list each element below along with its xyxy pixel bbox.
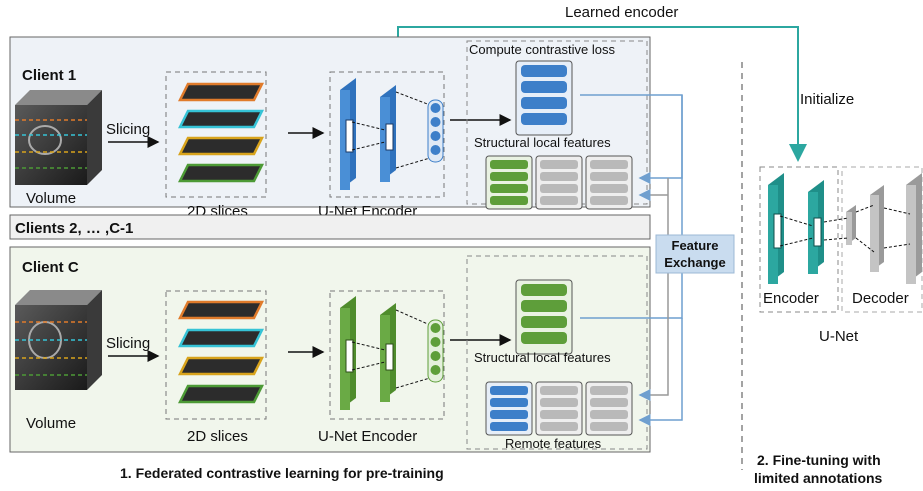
client1-encoder-icon: [340, 78, 444, 190]
client1-remote-features-icon: [485, 155, 633, 210]
client1-volume-icon: [15, 90, 102, 185]
clientC-encoder-label: U-Net Encoder: [318, 428, 417, 445]
middle-clients-title: Clients 2, … ,C-1: [15, 220, 133, 237]
clientC-slicing-label: Slicing: [106, 335, 150, 352]
finetune-decoder-frame: [841, 166, 923, 313]
client1-encoder-frame: [329, 71, 445, 198]
clientC-remote-features-label: Remote features: [505, 436, 602, 451]
clientC-encoder-icon: [340, 296, 444, 410]
client1-slices-frame: [165, 71, 267, 198]
finetune-encoder-icon: [768, 173, 824, 284]
client1-local-features-label: Structural local features: [474, 135, 611, 150]
clientC-local-features-label: Structural local features: [474, 350, 611, 365]
clientC-panel: Client C Volume Slicing 2D slices: [9, 246, 651, 453]
finetune-decoder-icon: [823, 173, 922, 284]
middle-clients-bar: [9, 214, 651, 240]
clientC-remote-features-icon: [485, 381, 633, 436]
client1-slicing-label: Slicing: [106, 121, 150, 138]
feature-exchange-line1: Feature: [672, 238, 719, 253]
clientC-slices-frame: [165, 290, 267, 420]
clientC-title: Client C: [22, 259, 79, 276]
client1-local-features-icon: [515, 60, 573, 136]
unet-label: U-Net: [819, 328, 859, 345]
finetune-decoder-label: Decoder: [852, 290, 909, 307]
feature-exchange-line2: Exchange: [664, 255, 725, 270]
clientC-volume-label: Volume: [26, 415, 76, 432]
finetune-caption-line1: 2. Fine-tuning with: [757, 452, 881, 468]
federated-caption: 1. Federated contrastive learning for pr…: [120, 465, 444, 481]
finetune-encoder-label: Encoder: [763, 290, 819, 307]
clientC-slices-icon: [177, 300, 265, 404]
clientC-slices-label: 2D slices: [187, 428, 248, 445]
client1-volume-label: Volume: [26, 190, 76, 207]
learned-encoder-label: Learned encoder: [565, 4, 678, 21]
clientC-volume-icon: [15, 290, 102, 390]
initialize-label: Initialize: [800, 91, 854, 108]
client1-panel: Client 1 Volume Slicing 2D slices: [9, 36, 651, 227]
client1-contrastive-label: Compute contrastive loss: [469, 42, 615, 57]
clientC-contrastive-frame: [466, 255, 648, 450]
client1-slices-icon: [177, 82, 265, 183]
clientC-encoder-frame: [329, 290, 445, 420]
finetune-caption-line2: limited annotations: [754, 470, 883, 486]
client1-title: Client 1: [22, 67, 76, 84]
clientC-local-features-icon: [515, 279, 573, 355]
feature-exchange-box: [655, 234, 735, 274]
finetune-encoder-frame: [759, 166, 839, 313]
